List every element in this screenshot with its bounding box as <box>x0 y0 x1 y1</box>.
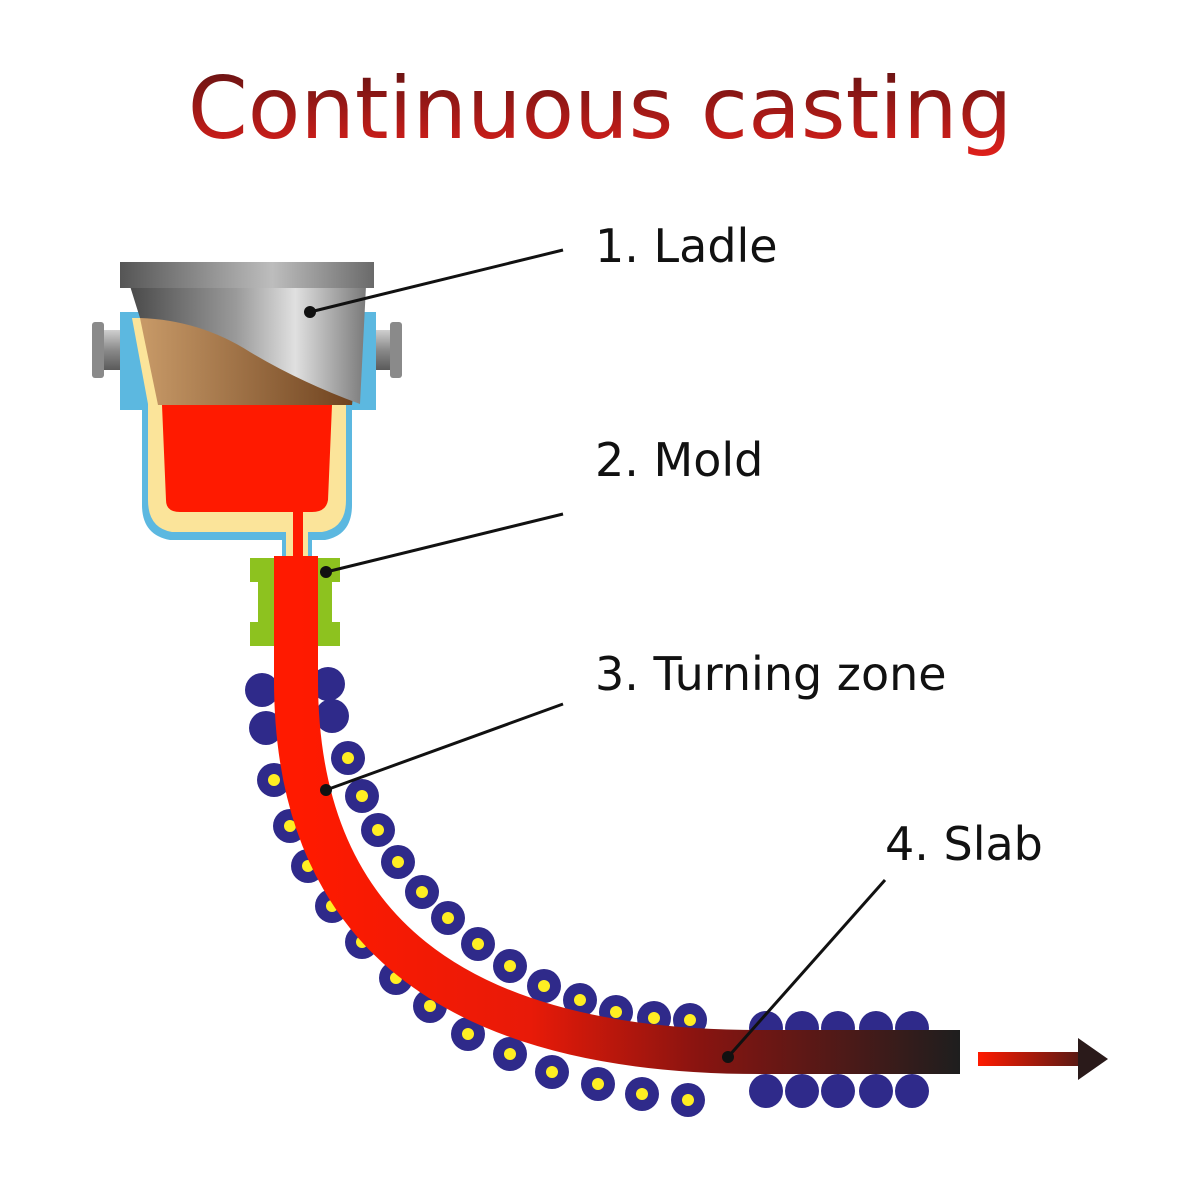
leader-dot-slab <box>722 1051 734 1063</box>
leader-line-turning-zone <box>325 702 564 792</box>
page-title: Continuous casting <box>188 59 1013 159</box>
roller <box>581 1067 615 1101</box>
leader-dot-mold <box>320 566 332 578</box>
label-turning-zone: 3. Turning zone <box>595 647 947 701</box>
roller <box>859 1074 893 1108</box>
label-mold: 2. Mold <box>595 433 763 487</box>
mold-right-block <box>314 558 340 646</box>
leader-dot-turning-zone <box>320 784 332 796</box>
leader-lines <box>309 248 887 1058</box>
roller <box>493 949 527 983</box>
roller <box>563 983 597 1017</box>
roller <box>461 927 495 961</box>
label-ladle: 1. Ladle <box>595 219 778 273</box>
ladle-rim <box>120 262 374 288</box>
label-slab: 4. Slab <box>885 817 1043 871</box>
ladle-molten-steel <box>162 405 332 512</box>
roller <box>345 779 379 813</box>
roller <box>535 1055 569 1089</box>
leader-line-ladle <box>309 248 564 314</box>
cast-strand <box>274 556 960 1074</box>
roller <box>315 699 349 733</box>
roller <box>405 875 439 909</box>
roller <box>785 1074 819 1108</box>
roller <box>245 673 279 707</box>
roller <box>361 813 395 847</box>
ladle-trunnion-left-cap <box>92 322 104 378</box>
roller <box>625 1077 659 1111</box>
roller <box>749 1074 783 1108</box>
roller <box>451 1017 485 1051</box>
mold-left-block <box>250 558 276 646</box>
leader-dots <box>304 306 734 1063</box>
output-arrow-icon <box>978 1038 1108 1080</box>
roller <box>895 1074 929 1108</box>
roller <box>331 741 365 775</box>
ladle <box>92 262 402 562</box>
roller <box>493 1037 527 1071</box>
roller <box>821 1074 855 1108</box>
mold <box>250 558 340 646</box>
leader-line-mold <box>325 512 564 574</box>
roller <box>671 1083 705 1117</box>
ladle-nozzle-stream <box>293 510 303 562</box>
roller <box>527 969 561 1003</box>
roller <box>311 667 345 701</box>
leader-dot-ladle <box>304 306 316 318</box>
leader-line-slab <box>726 879 887 1058</box>
roller <box>381 845 415 879</box>
ladle-trunnion-right-cap <box>390 322 402 378</box>
roller <box>431 901 465 935</box>
roller <box>249 711 283 745</box>
